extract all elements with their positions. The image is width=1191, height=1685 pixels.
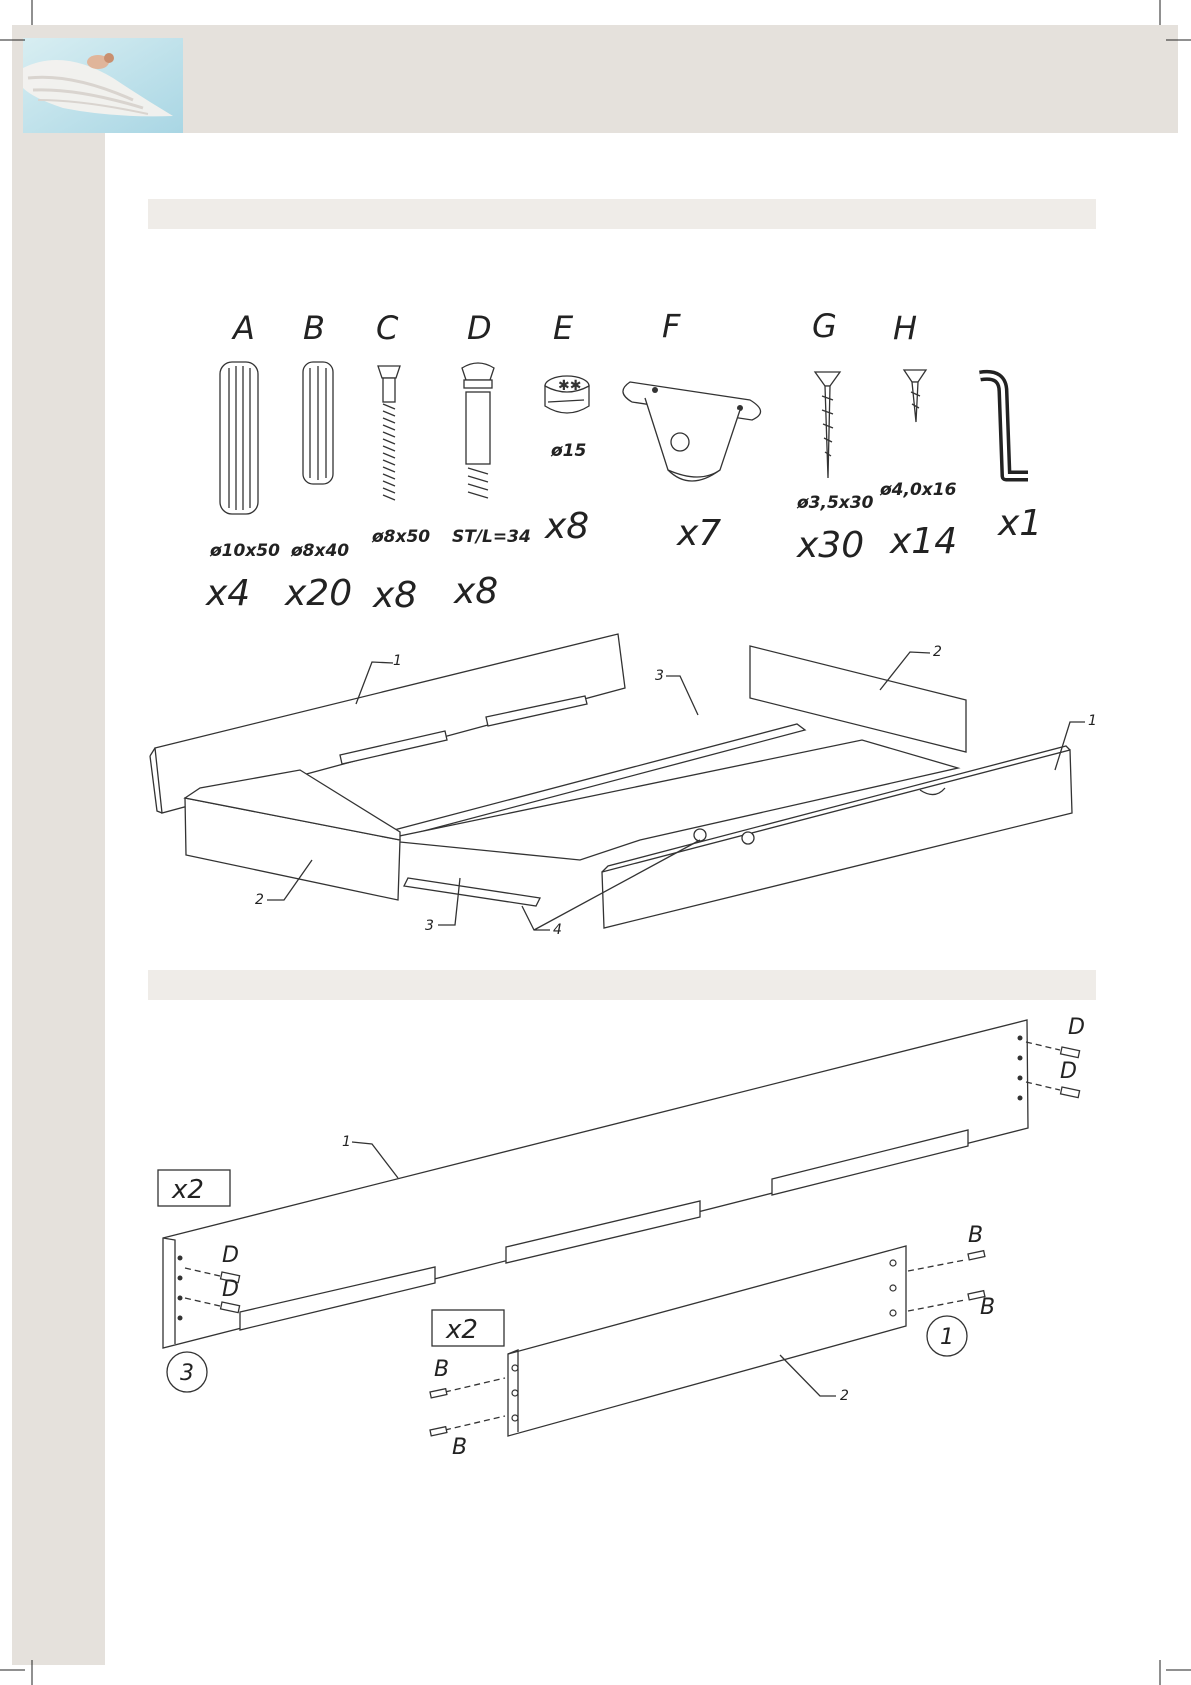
step-fastener-b-left-bottom: B xyxy=(452,1435,467,1460)
step-circle-next: 1 xyxy=(940,1325,954,1350)
step-fastener-b-right-bottom: B xyxy=(980,1295,995,1320)
step-fastener-d-left-bottom: D xyxy=(222,1277,239,1302)
step-fastener-b-right-top: B xyxy=(968,1223,983,1248)
step-fastener-d-right-top: D xyxy=(1068,1015,1085,1040)
step-fastener-d-left-top: D xyxy=(222,1243,239,1268)
step-fastener-b-left-top: B xyxy=(434,1357,449,1382)
step-part-label-2: 2 xyxy=(840,1388,849,1404)
step-count-short-panel: x2 xyxy=(445,1315,478,1345)
step-circle-prev: 3 xyxy=(180,1361,194,1386)
step-fastener-d-right-bottom: D xyxy=(1060,1059,1077,1084)
step-part-label-1: 1 xyxy=(342,1134,351,1150)
step-count-long-panel: x2 xyxy=(171,1175,204,1205)
